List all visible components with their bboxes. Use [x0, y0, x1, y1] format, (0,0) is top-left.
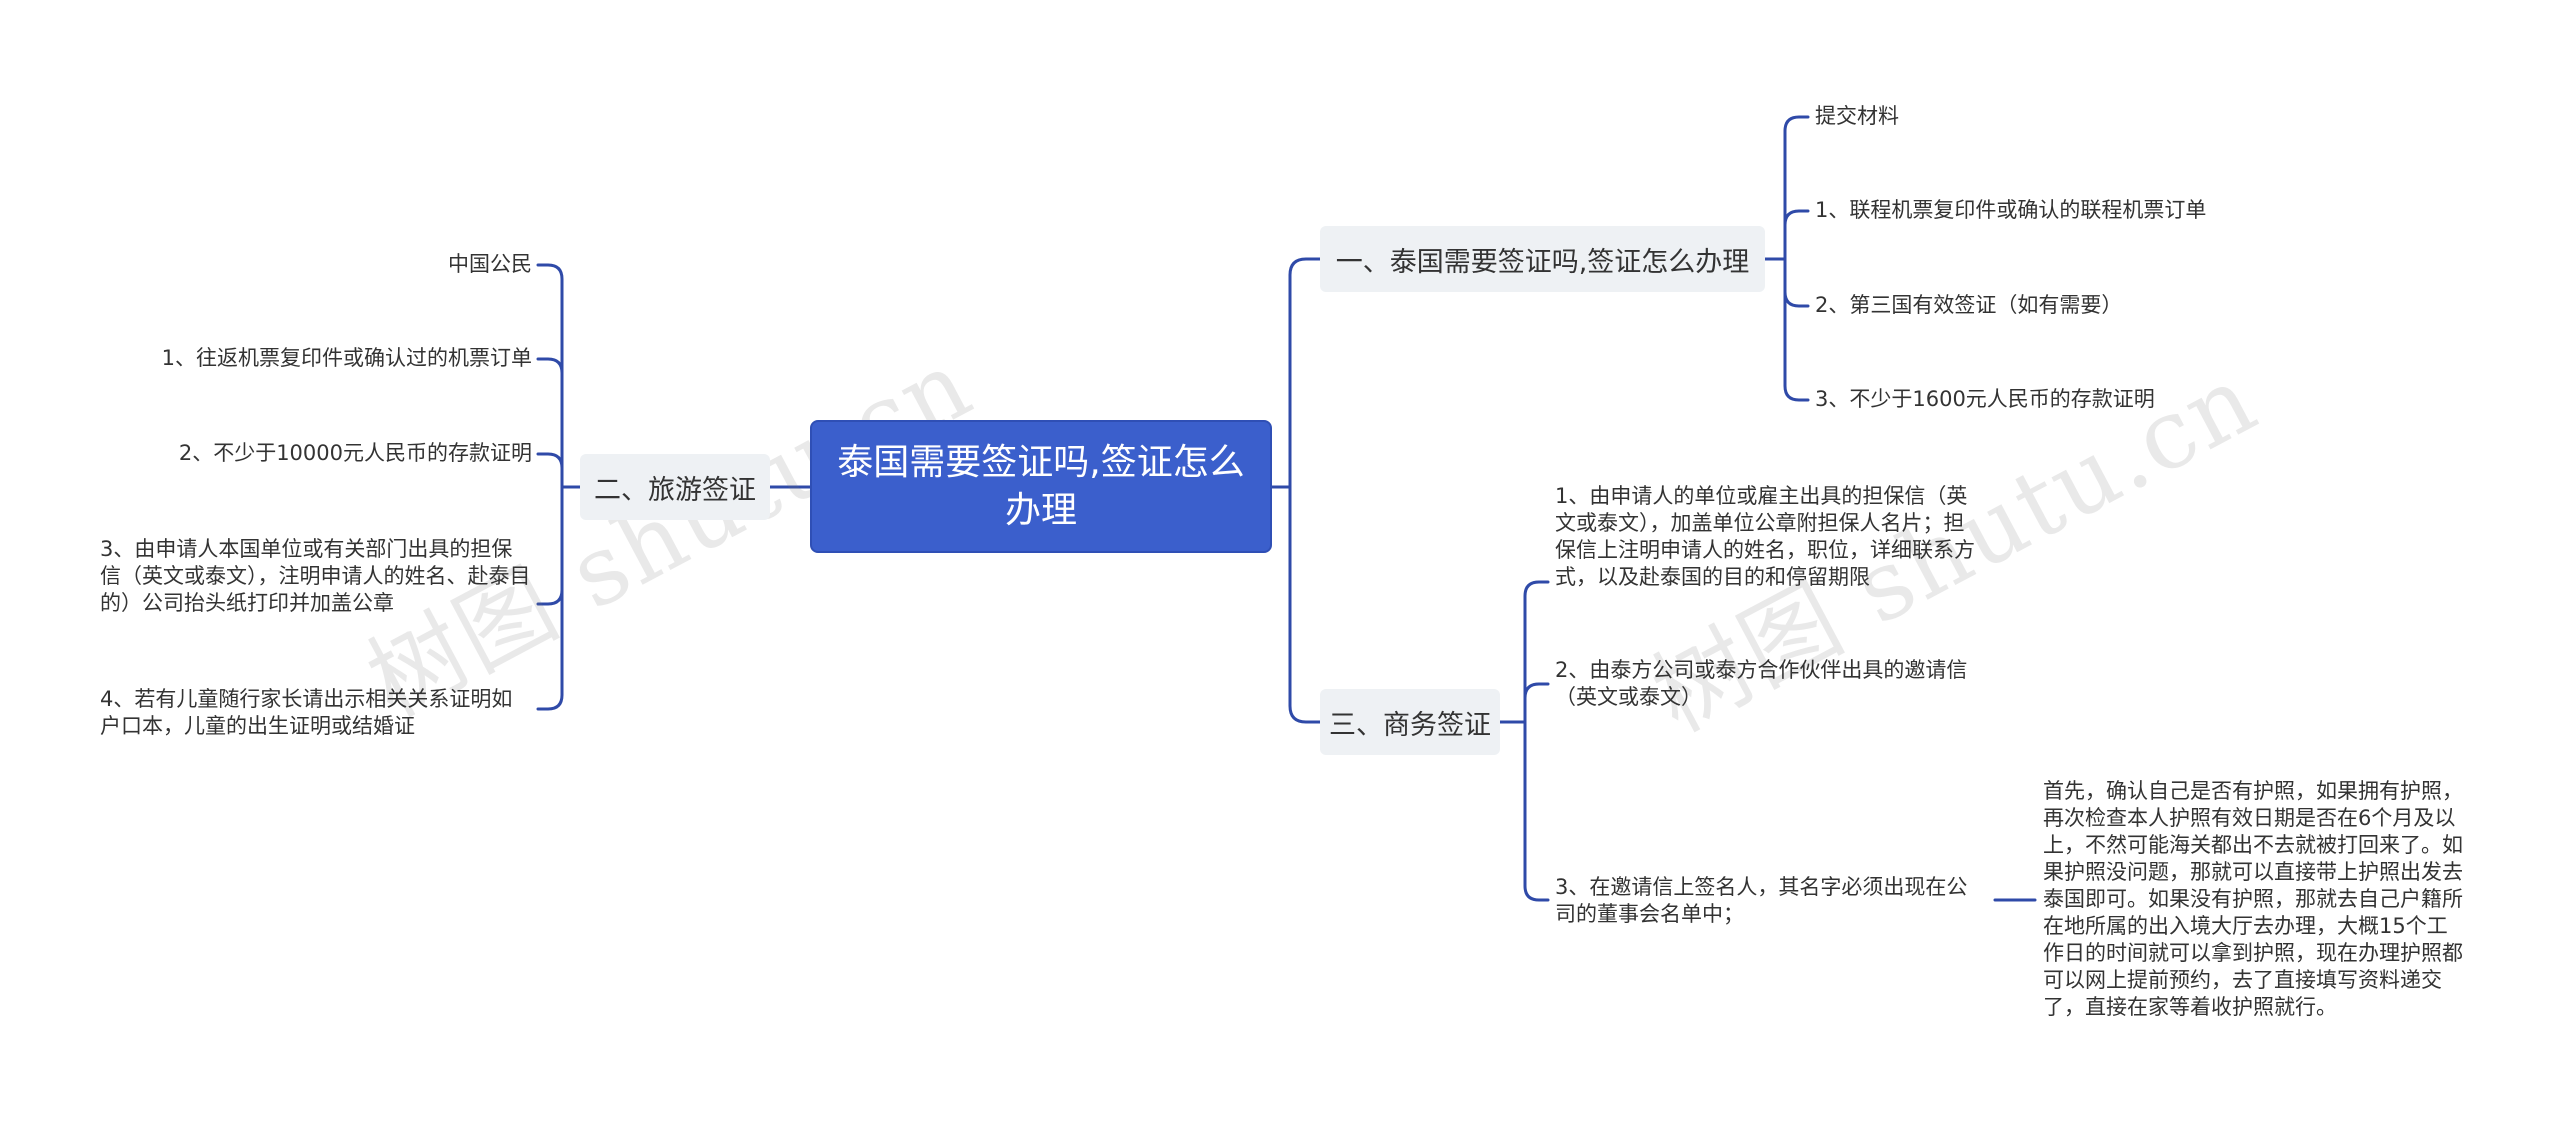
- leaf-third-country-visa[interactable]: 2、第三国有效签证（如有需要）: [1815, 293, 2123, 317]
- leaf-connecting-ticket[interactable]: 1、联程机票复印件或确认的联程机票订单: [1815, 198, 2207, 222]
- leaf-deposit-1600[interactable]: 3、不少于1600元人民币的存款证明: [1815, 387, 2155, 411]
- leaf-passport-note[interactable]: 首先，确认自己是否有护照，如果拥有护照，再次检查本人护照有效日期是否在6个月及以…: [2043, 779, 2463, 1019]
- branch-tourist-visa[interactable]: 二、旅游签证: [580, 454, 770, 520]
- branch-visa-required[interactable]: 一、泰国需要签证吗,签证怎么办理: [1320, 226, 1765, 292]
- leaf-deposit-10000[interactable]: 2、不少于10000元人民币的存款证明: [178, 441, 532, 465]
- leaf-guarantee-letter[interactable]: 3、由申请人本国单位或有关部门出具的担保信（英文或泰文），注明申请人的姓名、赴泰…: [100, 537, 531, 615]
- leaf-invitation-letter[interactable]: 2、由泰方公司或泰方合作伙伴出具的邀请信（英文或泰文）: [1555, 658, 1968, 709]
- leaf-signer-board[interactable]: 3、在邀请信上签名人，其名字必须出现在公司的董事会名单中；: [1555, 875, 1968, 926]
- leaf-submit-materials[interactable]: 提交材料: [1815, 104, 1899, 128]
- root-node[interactable]: 泰国需要签证吗,签证怎么办理: [810, 420, 1272, 553]
- branch-business-visa[interactable]: 三、商务签证: [1320, 689, 1500, 755]
- leaf-children-proof[interactable]: 4、若有儿童随行家长请出示相关关系证明如户口本，儿童的出生证明或结婚证: [100, 687, 513, 738]
- leaf-chinese-citizen[interactable]: 中国公民: [448, 252, 532, 276]
- leaf-employer-guarantee[interactable]: 1、由申请人的单位或雇主出具的担保信（英文或泰文），加盖单位公章附担保人名片；担…: [1555, 484, 1975, 589]
- leaf-return-ticket[interactable]: 1、往返机票复印件或确认过的机票订单: [161, 346, 532, 370]
